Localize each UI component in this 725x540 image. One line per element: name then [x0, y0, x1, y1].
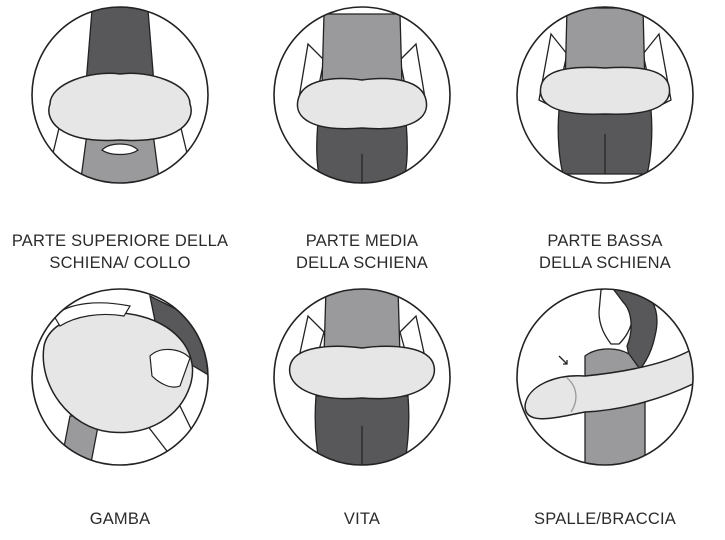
caption-middle-back: PARTE MEDIA DELLA SCHIENA	[242, 230, 482, 274]
waist-illustration	[272, 286, 452, 468]
caption-upper-back-neck: PARTE SUPERIORE DELLA SCHIENA/ COLLO	[0, 230, 240, 274]
shoulders-arms-illustration	[515, 286, 695, 468]
caption-line: VITA	[242, 508, 482, 530]
caption-line: GAMBA	[0, 508, 240, 530]
panel-leg: GAMBA	[0, 270, 240, 540]
panel-lower-back: PARTE BASSA DELLA SCHIENA	[485, 0, 725, 270]
panel-waist: VITA	[242, 270, 482, 540]
caption-line: SPALLE/BRACCIA	[485, 508, 725, 530]
middle-back-illustration	[272, 4, 452, 186]
lower-back-illustration	[515, 4, 695, 186]
upper-back-neck-illustration	[30, 4, 210, 186]
caption-line: PARTE SUPERIORE DELLA	[0, 230, 240, 252]
caption-shoulders-arms: SPALLE/BRACCIA	[485, 508, 725, 530]
leg-illustration	[30, 286, 210, 468]
caption-line: PARTE MEDIA	[242, 230, 482, 252]
caption-lower-back: PARTE BASSA DELLA SCHIENA	[485, 230, 725, 274]
caption-leg: GAMBA	[0, 508, 240, 530]
panel-shoulders-arms: SPALLE/BRACCIA	[485, 270, 725, 540]
panel-upper-back-neck: PARTE SUPERIORE DELLA SCHIENA/ COLLO	[0, 0, 240, 270]
panel-middle-back: PARTE MEDIA DELLA SCHIENA	[242, 0, 482, 270]
caption-line: PARTE BASSA	[485, 230, 725, 252]
caption-waist: VITA	[242, 508, 482, 530]
